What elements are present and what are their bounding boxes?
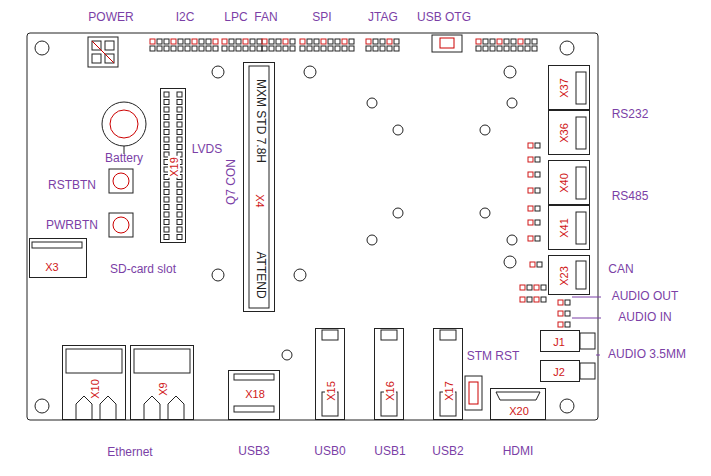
connector-box: X15	[315, 328, 345, 420]
part-label: CAN	[608, 263, 633, 277]
component-label: X9	[157, 381, 169, 396]
part-label: LPC	[224, 11, 247, 25]
part-label: HDMI	[503, 445, 534, 459]
part-label: POWER	[88, 11, 133, 25]
part-label: PWRBTN	[46, 219, 98, 233]
part-label: RS232	[612, 108, 649, 122]
part-label: USB1	[374, 445, 405, 459]
component-label: X41	[558, 217, 570, 239]
part-label: AUDIO 3.5MM	[608, 348, 686, 362]
part-label: AUDIO IN	[618, 311, 671, 325]
connector-box: J1	[540, 330, 580, 352]
connector-box: X16	[374, 328, 404, 420]
part-label: Battery	[105, 152, 143, 166]
part-label: AUDIO OUT	[612, 290, 679, 304]
connector-box: MXM STD 7.8H ATTEND X4	[243, 62, 275, 312]
connector-box: X17	[433, 328, 463, 420]
part-label: I2C	[176, 11, 195, 25]
part-label: USB3	[238, 445, 269, 459]
component-label: X36	[558, 122, 570, 144]
component-label: X40	[558, 172, 570, 194]
component-label: J1	[552, 336, 566, 348]
connector-box: X10	[62, 345, 126, 420]
connector-box: X41	[548, 205, 590, 250]
component-label: J2	[552, 366, 566, 378]
component-label: X17	[443, 380, 455, 402]
component-label: X3	[44, 261, 59, 273]
part-label: RSTBTN	[48, 179, 96, 193]
part-label: Q7 CON	[225, 159, 239, 205]
part-label: SPI	[312, 11, 331, 25]
connector-box: X19	[160, 88, 186, 243]
connector-box: X40	[548, 160, 590, 205]
part-label: USB OTG	[417, 11, 471, 25]
part-label: STM RST	[467, 350, 520, 364]
connector-box: J2	[540, 360, 580, 382]
connector-box: X18	[228, 370, 280, 420]
component-label: X37	[558, 77, 570, 99]
connector-box: X3	[29, 238, 87, 278]
connector-box: X20	[490, 388, 546, 420]
part-label: Ethernet	[107, 446, 152, 460]
part-label: JTAG	[368, 11, 398, 25]
part-label: USB2	[432, 445, 463, 459]
board-outline	[27, 33, 598, 420]
part-label: RS485	[612, 190, 649, 204]
component-label: X4	[254, 193, 266, 208]
component-label: X18	[244, 388, 266, 400]
part-label: SD-card slot	[110, 263, 176, 277]
connector-box: X23	[548, 255, 590, 295]
component-label: X19	[168, 156, 180, 178]
part-label: LVDS	[192, 143, 222, 157]
component-label: X20	[508, 405, 530, 417]
component-label: X16	[384, 380, 396, 402]
part-label: FAN	[254, 11, 277, 25]
component-label: MXM STD 7.8H	[253, 78, 266, 164]
connector-box: X36	[548, 110, 590, 155]
part-label: USB0	[314, 445, 345, 459]
component-label: ATTEND	[253, 250, 266, 299]
component-label: X15	[325, 380, 337, 402]
connector-box: X9	[130, 345, 194, 420]
component-label: X23	[558, 265, 570, 287]
connector-box: X37	[548, 65, 590, 110]
component-label: X10	[89, 378, 101, 400]
